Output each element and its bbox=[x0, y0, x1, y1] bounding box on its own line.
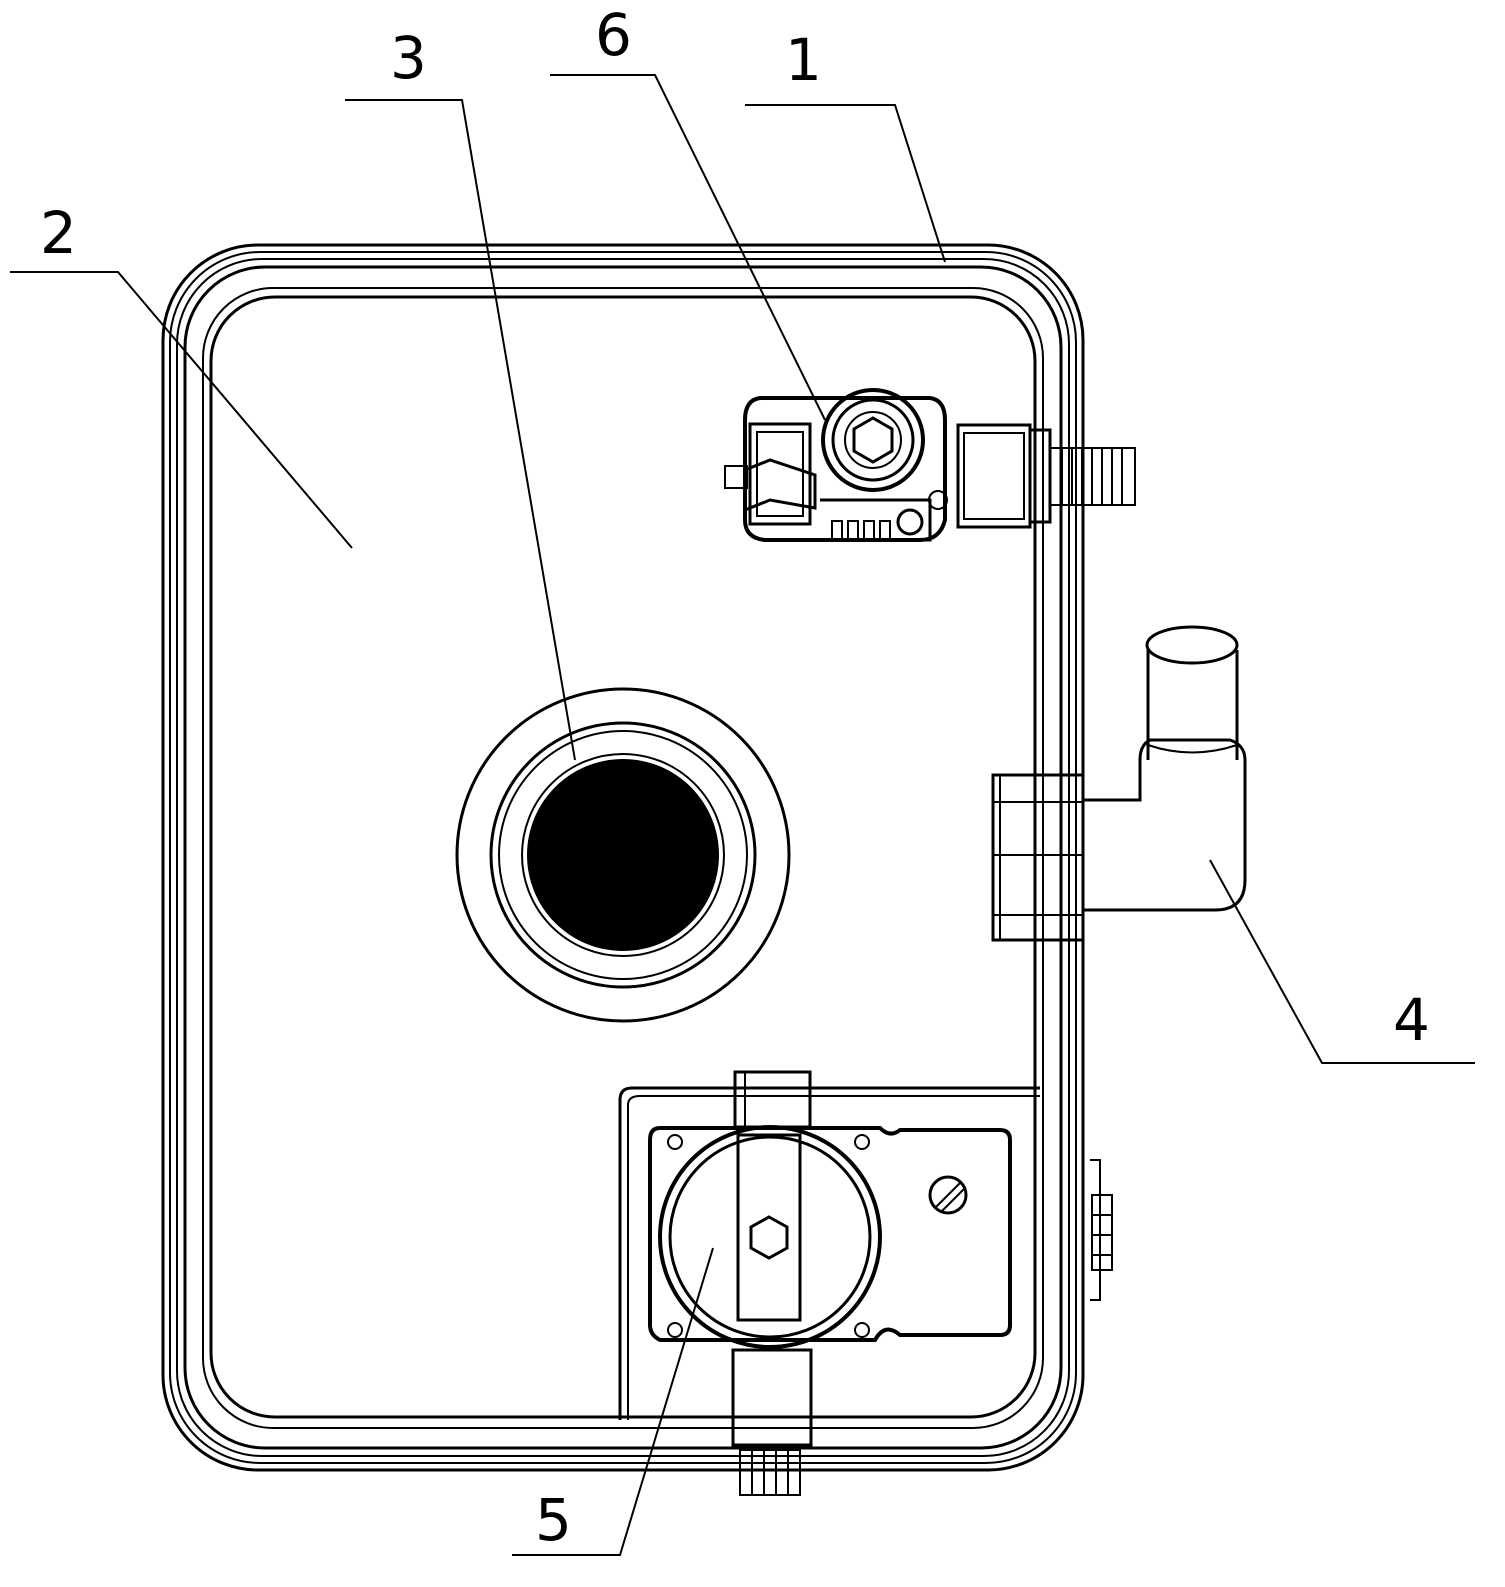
valve-assembly bbox=[724, 388, 1136, 542]
pump-unit bbox=[618, 1070, 1040, 1496]
callout-5: 5 bbox=[535, 1486, 572, 1554]
threaded-stub bbox=[1061, 448, 1123, 505]
callout-1: 1 bbox=[785, 26, 822, 94]
leader-6 bbox=[550, 74, 826, 421]
leader-lines bbox=[10, 74, 1475, 1556]
side-clip bbox=[1090, 1159, 1113, 1301]
callout-labels: 1 2 3 4 5 6 bbox=[40, 1, 1430, 1554]
callout-4: 4 bbox=[1393, 986, 1430, 1054]
tank-body bbox=[161, 243, 1085, 1472]
elbow-pipe bbox=[991, 625, 1247, 942]
leader-2 bbox=[10, 271, 353, 549]
callout-2: 2 bbox=[40, 199, 77, 267]
leader-4 bbox=[1209, 859, 1475, 1064]
center-port bbox=[455, 687, 791, 1023]
callout-3: 3 bbox=[390, 24, 427, 92]
callout-6: 6 bbox=[595, 1, 632, 69]
leader-3 bbox=[345, 99, 576, 761]
leader-5 bbox=[512, 1247, 714, 1556]
leader-1 bbox=[745, 104, 946, 263]
